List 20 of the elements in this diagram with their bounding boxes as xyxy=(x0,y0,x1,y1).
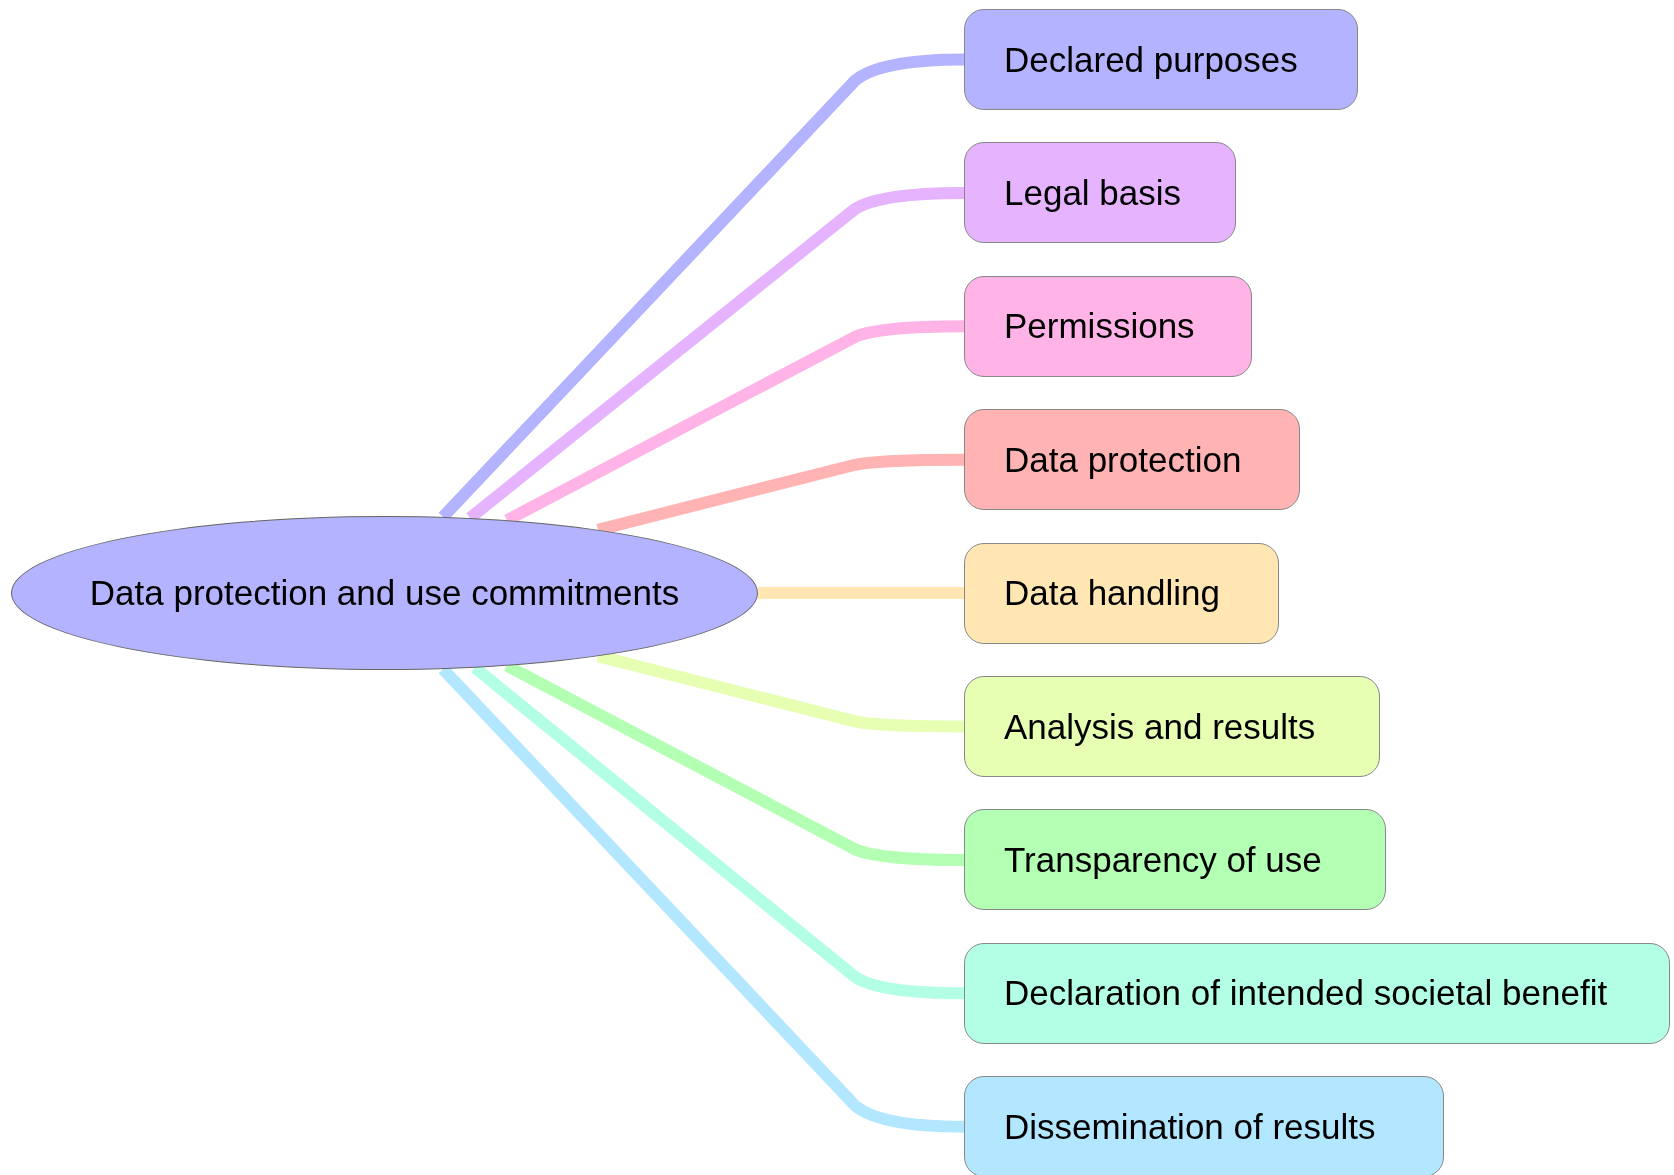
topic-box xyxy=(964,542,1279,644)
connector-line xyxy=(758,587,964,600)
topic-box xyxy=(964,409,1300,511)
topic-box xyxy=(964,275,1252,377)
node-label: Transparency of use xyxy=(1004,839,1322,880)
topic-box xyxy=(964,942,1670,1044)
topic-box xyxy=(964,142,1236,244)
topic-box xyxy=(964,1076,1444,1175)
topic-box xyxy=(964,9,1358,110)
node-label: Legal basis xyxy=(1004,172,1182,213)
node-label: Declared purposes xyxy=(1004,39,1298,80)
node-label: Dissemination of results xyxy=(1004,1106,1376,1147)
node-label: Declaration of intended societal benefit xyxy=(1004,973,1608,1014)
topic-box xyxy=(964,809,1386,911)
node-label: Permissions xyxy=(1004,306,1195,347)
node-label: Data protection xyxy=(1004,439,1242,480)
topic-box xyxy=(964,676,1380,777)
node-label: Data protection and use commitments xyxy=(89,573,680,613)
node-label: Data handling xyxy=(1004,573,1220,614)
node-label: Analysis and results xyxy=(1004,706,1316,747)
